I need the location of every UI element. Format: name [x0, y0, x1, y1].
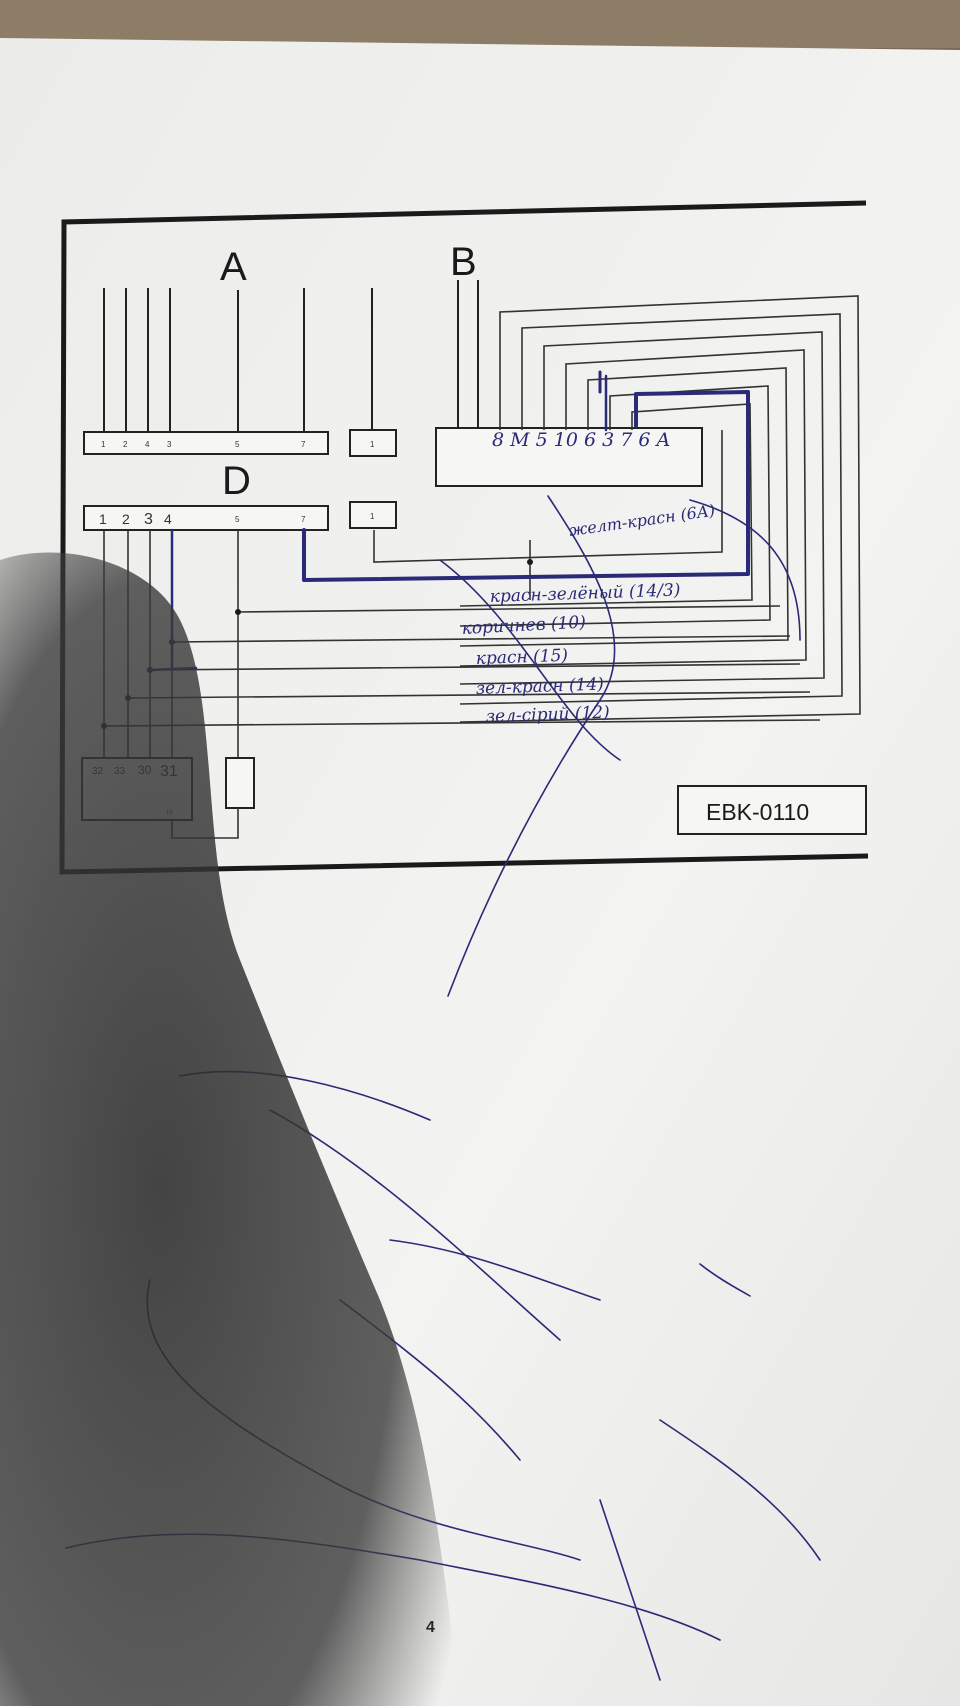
model-code-box: EBK-0110	[677, 785, 867, 835]
connector-a-pin: 4	[145, 440, 150, 449]
connector-a: 1 2 4 3 5 7 1	[83, 429, 397, 457]
label-b: B	[450, 240, 477, 284]
connector-d-pin: 5	[235, 515, 240, 524]
schematic-frame	[59, 200, 869, 875]
connector-d-pin: 4	[164, 511, 172, 527]
connector-a-pin: 7	[301, 440, 306, 449]
connector-a-pin: 3	[167, 440, 172, 449]
shadow-overlay	[0, 552, 460, 1706]
module-e1: 8 M 5 10 6 3 7 6 A	[435, 280, 703, 487]
connector-a-wires	[103, 288, 373, 432]
model-code: EBK-0110	[706, 799, 809, 825]
e1-terminal-numbers: 8 M 5 10 6 3 7 6 A	[492, 429, 670, 451]
connector-d-pin: 1	[99, 511, 107, 527]
connector-d-pin: 2	[122, 511, 130, 527]
connector-a-pin: 5	[235, 440, 240, 449]
connector-d-pin: 7	[301, 515, 306, 524]
annotation-line: зел-красн (14)	[475, 675, 604, 699]
connector-a-pin: 2	[123, 440, 128, 449]
connector-a-side-pin: 1	[370, 440, 375, 449]
annotation-line: красн (15)	[475, 646, 568, 669]
connector-d-side-pin: 1	[370, 512, 375, 521]
connector-d: 1 2 3 4 5 7 1	[83, 501, 397, 531]
label-d: D	[222, 459, 251, 503]
connector-a-pin: 1	[101, 440, 106, 449]
label-a: A	[220, 245, 247, 289]
connector-d-pin: 3	[144, 511, 153, 528]
